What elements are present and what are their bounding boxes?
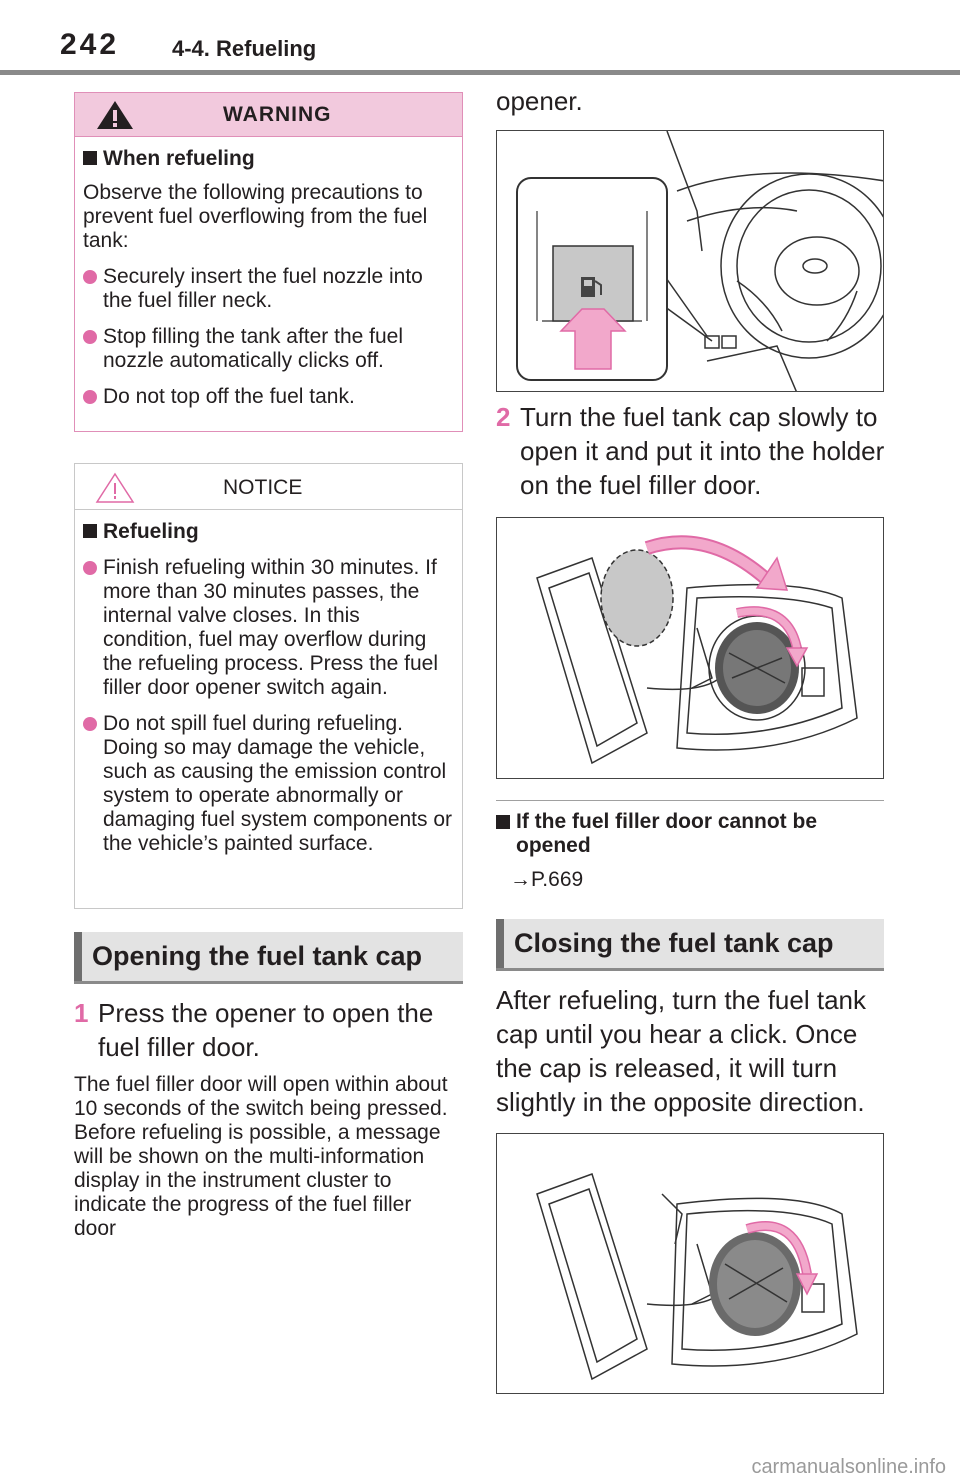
cap-closing-illustration — [496, 1133, 884, 1394]
warning-label: WARNING — [223, 103, 332, 126]
bullet-dot-icon — [83, 390, 97, 404]
page-reference-link[interactable]: P.669 — [531, 868, 584, 891]
heading-accent — [74, 932, 82, 981]
section-title: 4-4. Refueling — [172, 36, 317, 61]
caution-triangle-icon — [95, 472, 135, 503]
warning-header: WARNING — [75, 93, 462, 137]
page-number: 242 — [60, 28, 120, 61]
continued-text: opener. — [496, 86, 583, 116]
bullet-dot-icon — [83, 270, 97, 284]
step-number: 1 — [74, 998, 89, 1028]
opening-note: The fuel filler door will open within ab… — [74, 1073, 448, 1240]
square-bullet-icon — [83, 151, 97, 165]
square-bullet-icon — [496, 815, 510, 829]
notice-header: NOTICE — [75, 464, 462, 510]
notice-label: NOTICE — [223, 476, 303, 499]
heading-accent — [496, 919, 504, 968]
bullet-dot-icon — [83, 717, 97, 731]
step-number: 2 — [496, 402, 511, 432]
notice-item: Finish refueling within 30 minutes. If m… — [83, 556, 454, 700]
fuel-door-open-drawing — [536, 535, 858, 765]
warning-box: WARNING When refueling Observe the follo… — [74, 92, 463, 432]
cap-opening-illustration — [496, 517, 884, 779]
step-text: Press the opener to open the fuel filler… — [98, 998, 434, 1062]
warning-subhead: When refueling — [83, 147, 454, 171]
closing-heading: Closing the fuel tank cap — [496, 919, 884, 971]
bullet-dot-icon — [83, 561, 97, 575]
dashboard-drawing — [516, 131, 883, 391]
notice-box: NOTICE Refueling Finish refueling within… — [74, 463, 463, 909]
header-rule — [0, 70, 960, 75]
fuel-door-close-drawing — [536, 1173, 858, 1381]
warning-item: Securely insert the fuel nozzle into the… — [83, 265, 454, 313]
page-reference: →P.669 — [510, 868, 583, 892]
watermark: carmanualsonline.info — [751, 1456, 946, 1478]
arrow-right-icon: → — [510, 868, 531, 891]
step-1: 1 Press the opener to open the fuel fill… — [74, 996, 464, 1064]
bullet-dot-icon — [83, 330, 97, 344]
warning-triangle-icon — [97, 101, 133, 129]
notice-item: Do not spill fuel during refueling. Doin… — [83, 712, 454, 856]
dashboard-opener-illustration — [496, 130, 884, 392]
fuel-pump-icon — [581, 277, 602, 297]
cannot-open-subhead: If the fuel filler door cannot be opened — [496, 810, 876, 858]
opening-heading: Opening the fuel tank cap — [74, 932, 463, 984]
step-2: 2 Turn the fuel tank cap slowly to open … — [496, 400, 886, 502]
notice-subhead: Refueling — [83, 520, 454, 544]
closing-text: After refueling, turn the fuel tank cap … — [496, 985, 866, 1117]
section-divider — [496, 800, 884, 801]
warning-item: Do not top off the fuel tank. — [83, 385, 454, 409]
warning-item: Stop filling the tank after the fuel noz… — [83, 325, 454, 373]
square-bullet-icon — [83, 524, 97, 538]
warning-intro: Observe the following precautions to pre… — [83, 181, 428, 252]
step-text: Turn the fuel tank cap slowly to open it… — [520, 402, 885, 500]
